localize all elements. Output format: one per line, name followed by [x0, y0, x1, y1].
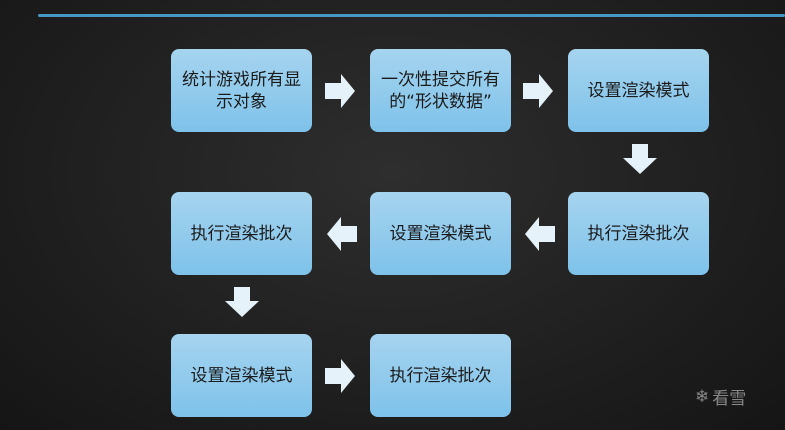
step-1: 统计游戏所有显示对象	[171, 49, 312, 132]
step-5: 设置渲染模式	[370, 192, 511, 275]
arrow-down-icon	[225, 287, 259, 317]
watermark-logo: ❄ 看雪	[695, 384, 747, 410]
arrow-right-icon	[325, 359, 355, 393]
title-underline	[38, 14, 785, 17]
arrow-down-icon	[623, 144, 657, 174]
step-6: 执行渲染批次	[171, 192, 312, 275]
arrow-right-icon	[523, 74, 553, 108]
step-8: 执行渲染批次	[370, 334, 511, 417]
watermark-text: 看雪	[712, 389, 747, 409]
arrow-left-icon	[327, 217, 357, 251]
step-7: 设置渲染模式	[171, 334, 312, 417]
arrow-left-icon	[525, 217, 555, 251]
step-3: 设置渲染模式	[568, 49, 709, 132]
arrow-right-icon	[325, 74, 355, 108]
step-4: 执行渲染批次	[568, 192, 709, 275]
snowflake-icon: ❄	[695, 386, 710, 407]
step-2: 一次性提交所有的“形状数据”	[370, 49, 511, 132]
